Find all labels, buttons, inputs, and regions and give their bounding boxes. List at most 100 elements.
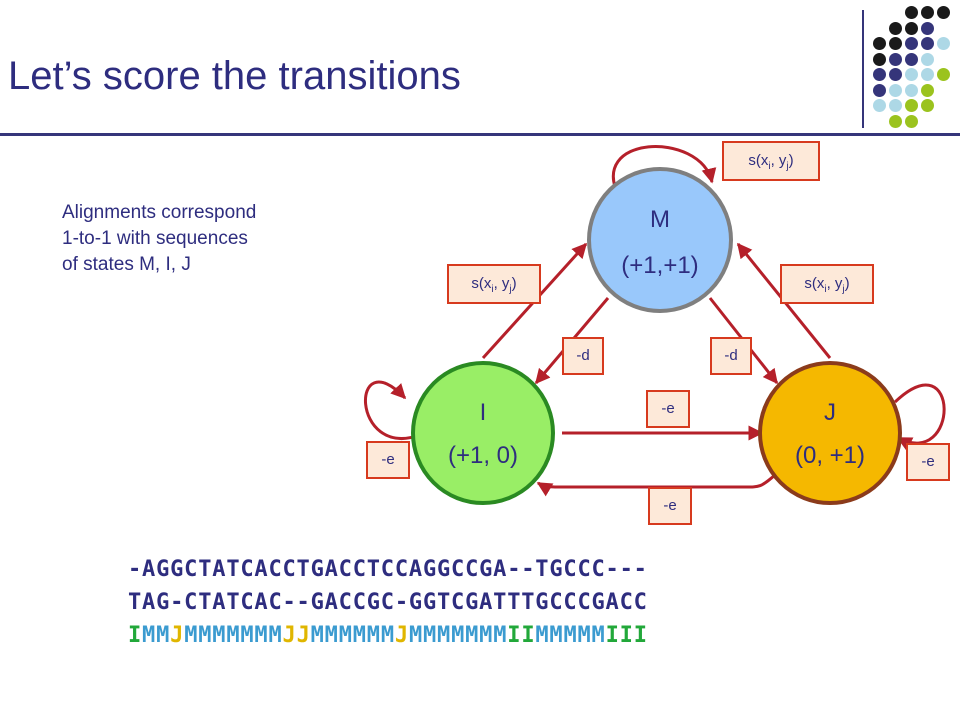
decor-dot [921, 83, 934, 97]
state-letter-M: M [563, 623, 578, 648]
state-letter-M: M [198, 623, 213, 648]
state-letter-M: M [310, 623, 325, 648]
sequence-states: IMMJMMMMMMMJJMMMMMMJMMMMMMMIIMMMMMIII [128, 619, 648, 652]
label-m-to-i: -d [562, 337, 604, 375]
decor-dot [905, 37, 918, 50]
state-letter-M: M [142, 623, 157, 648]
state-letter-M: M [493, 623, 508, 648]
state-letter-M: M [422, 623, 438, 648]
state-letter-M: M [437, 623, 452, 648]
state-letter-M: M [408, 623, 423, 648]
state-j-circle [758, 361, 902, 505]
label-i-to-m: s(xi, yj) [447, 264, 541, 304]
state-m-sub: (+1,+1) [621, 252, 698, 279]
decor-dot [905, 68, 918, 81]
decor-dot [921, 21, 934, 35]
state-i: I (+1, 0) [411, 361, 555, 505]
state-letter-M: M [156, 623, 171, 648]
state-letter-M: M [465, 623, 480, 648]
decor-dot [889, 52, 902, 66]
state-letter-M: M [254, 623, 269, 648]
decor-dot [937, 37, 950, 50]
decor-dot [905, 6, 918, 19]
decor-dot [921, 68, 934, 81]
state-letter-I: I [128, 623, 143, 648]
decor-dot-grid [868, 4, 958, 130]
state-letter-M: M [324, 623, 339, 648]
state-j-name: J [824, 399, 836, 426]
decor-dot [905, 83, 918, 97]
decor-dot [905, 99, 918, 112]
decor-dot [921, 52, 934, 66]
state-m-circle [587, 167, 733, 313]
decor-dot [889, 99, 902, 112]
state-i-sub: (+1, 0) [448, 442, 518, 469]
state-letter-M: M [184, 623, 199, 648]
state-letter-J: J [394, 623, 409, 648]
state-letter-I: I [521, 623, 536, 648]
decor-dot [921, 6, 934, 19]
state-letter-M: M [549, 623, 564, 648]
state-letter-M: M [380, 623, 395, 648]
state-letter-M: M [451, 623, 466, 648]
title-underline [0, 133, 960, 136]
state-letter-M: M [268, 623, 283, 648]
state-letter-I: I [619, 623, 634, 648]
label-j-to-i: -e [648, 487, 692, 525]
label-m-to-j: -d [710, 337, 752, 375]
decor-dot [873, 99, 886, 112]
state-letter-M: M [352, 623, 367, 648]
state-letter-M: M [591, 623, 606, 648]
self-loop-j [893, 383, 946, 451]
decor-dot [873, 83, 886, 97]
state-letter-J: J [282, 623, 297, 648]
decor-dot [921, 99, 934, 112]
decor-dot [937, 6, 950, 19]
decor-dot [921, 37, 934, 50]
decor-dot [905, 21, 918, 35]
decor-dot [889, 37, 902, 50]
edge-j-to-i [536, 473, 776, 497]
state-m-name: M [650, 206, 670, 233]
note-text: Alignments correspond 1-to-1 with sequen… [62, 200, 352, 278]
note-line-1: Alignments correspond [62, 202, 257, 223]
state-letter-M: M [226, 623, 241, 648]
state-letter-M: M [240, 623, 255, 648]
note-line-2: 1-to-1 with sequences [62, 228, 248, 249]
state-letter-I: I [605, 623, 620, 648]
sequence-top: -AGGCTATCACCTGACCTCCAGGCCGA--TGCCC--- [128, 557, 648, 582]
note-line-3: of states M, I, J [62, 254, 191, 275]
label-self-j: -e [906, 443, 950, 481]
self-loop-i [363, 380, 421, 440]
state-letter-M: M [479, 623, 494, 648]
label-self-m: s(xi, yj) [722, 141, 820, 181]
state-letter-M: M [338, 623, 353, 648]
decor-dot [873, 37, 886, 50]
decor-dot [889, 83, 902, 97]
state-letter-M: M [212, 623, 227, 648]
state-j: J (0, +1) [758, 361, 902, 505]
decor-vertical-line [862, 10, 864, 128]
state-i-circle [411, 361, 555, 505]
decor-dot [873, 52, 886, 66]
label-j-to-m: s(xi, yj) [780, 264, 874, 304]
slide-title: Let’s score the transitions [8, 54, 461, 98]
state-letter-J: J [296, 623, 311, 648]
state-m: M (+1,+1) [587, 167, 733, 313]
state-j-sub: (0, +1) [795, 442, 865, 469]
alignment-sequences: -AGGCTATCACCTGACCTCCAGGCCGA--TGCCC--- TA… [128, 553, 648, 652]
state-letter-M: M [366, 623, 381, 648]
state-letter-M: M [577, 623, 592, 648]
state-letter-I: I [633, 623, 648, 648]
state-letter-I: I [507, 623, 522, 648]
sequence-bottom: TAG-CTATCAC--GACCGC-GGTCGATTTGCCCGACC [128, 590, 648, 615]
state-letter-J: J [170, 623, 185, 648]
state-i-name: I [480, 399, 487, 426]
decor-dot [889, 114, 902, 128]
decor-dot [937, 68, 950, 81]
decor-dot [889, 21, 902, 35]
self-loop-m [611, 145, 717, 199]
decor-dot [905, 52, 918, 66]
label-i-to-j: -e [646, 390, 690, 428]
